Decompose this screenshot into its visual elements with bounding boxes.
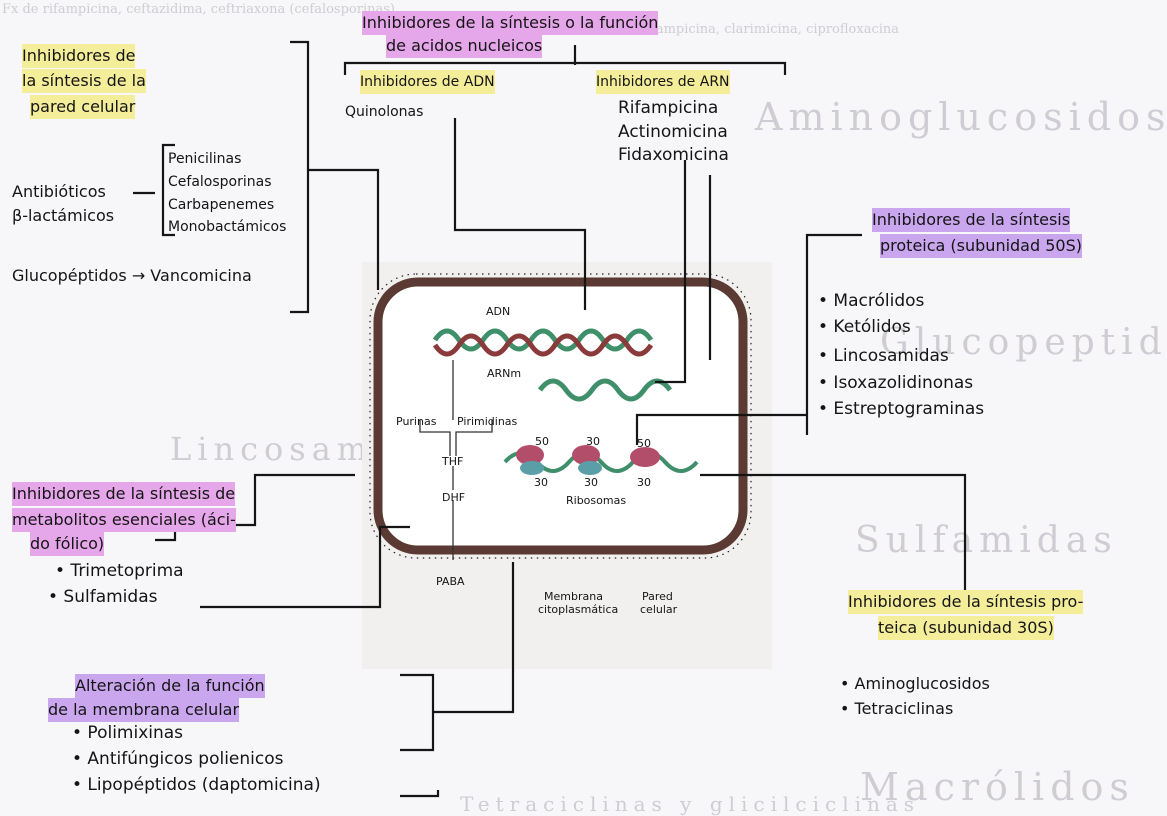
- arn-drug-1: Rifampicina: [618, 98, 719, 118]
- cell-label-30d: 30: [637, 476, 651, 489]
- dna-strand: [432, 328, 654, 357]
- membrane-drug-1: • Polimixinas: [72, 723, 184, 743]
- arn-drug-2: Actinomicina: [618, 122, 728, 142]
- protein30-title-line1: Inhibidores de la síntesis pro-: [848, 590, 1084, 614]
- cell-label-thf: THF: [442, 455, 464, 468]
- membrane-drug-2: • Antifúngicos polienicos: [72, 749, 284, 769]
- folate-drug-1: • Trimetoprima: [55, 561, 184, 581]
- connector-lines: [133, 40, 967, 798]
- cell-label-pared-1: Pared: [642, 590, 673, 603]
- bg-heading-glucopeptidos: Glucopeptidos: [880, 322, 1167, 363]
- bg-note-line2: Fx de rifampicina, clarimicina, ciproflo…: [600, 22, 900, 37]
- protein30-title-line2: teica (subunidad 30S): [878, 616, 1054, 640]
- cell-label-membrana-2: citoplasmática: [538, 603, 619, 616]
- protein50-drug-4: • Isoxazolidinonas: [818, 373, 974, 393]
- adn-inhibitors-label: Inhibidores de ADN: [360, 70, 495, 94]
- bg-heading-aminoglucosidos: Aminoglucosidos: [755, 95, 1167, 139]
- arn-inhibitors-label: Inhibidores de ARN: [596, 70, 730, 94]
- cell-label-pared-2: celular: [640, 603, 678, 616]
- protein30-drug-1: • Aminoglucosidos: [840, 674, 990, 693]
- membrane-drug-3: • Lipopéptidos (daptomicina): [72, 775, 321, 795]
- cell-label-adn: ADN: [486, 305, 511, 318]
- cell-label-paba: PABA: [436, 575, 465, 588]
- cell-label-dhf: DHF: [442, 491, 466, 504]
- folate-title-line2: metabolitos esenciales (áci-: [12, 508, 236, 532]
- cellwall-title-line3: pared celular: [30, 95, 136, 119]
- betalactam-drug-1: Penicilinas: [168, 151, 242, 167]
- protein50-drug-5: • Estreptograminas: [818, 399, 985, 419]
- folate-drug-2: • Sulfamidas: [48, 587, 158, 607]
- adn-drug-quinolonas: Quinolonas: [345, 104, 424, 120]
- cell-label-50b: 50: [637, 437, 651, 450]
- betalactam-label-line2: β-lactámicos: [12, 206, 115, 225]
- betalactam-drug-3: Carbapenemes: [168, 197, 275, 213]
- cell-label-arnm: ARNm: [487, 367, 522, 380]
- protein30-drug-2: • Tetraciclinas: [840, 699, 954, 718]
- betalactam-drug-4: Monobactámicos: [168, 219, 287, 235]
- betalactam-label-line1: Antibióticos: [12, 182, 106, 201]
- betalactam-drug-2: Cefalosporinas: [168, 174, 272, 190]
- cell-label-50a: 50: [535, 435, 549, 448]
- nucleic-title-line2: de acidos nucleicos: [386, 34, 543, 58]
- cell-label-30b: 30: [534, 476, 548, 489]
- folate-arrows: [419, 360, 493, 560]
- cell-label-pirimidinas: Pirimidinas: [457, 415, 518, 428]
- bg-heading-macrolidos: Macrólidos: [860, 765, 1135, 809]
- nucleic-title-line1: Inhibidores de la síntesis o la función: [362, 11, 659, 35]
- glycopeptide-line: Glucopéptidos → Vancomicina: [12, 266, 252, 285]
- bg-heading-sulfamidas: Sulfamidas: [855, 520, 1118, 561]
- cell-label-membrana-1: Membrana: [544, 590, 603, 603]
- folate-title-line1: Inhibidores de la síntesis de: [12, 482, 236, 506]
- bg-note-top: Fx de rifampicina, ceftazidima, ceftriax…: [2, 2, 395, 17]
- cell-label-30c: 30: [584, 476, 598, 489]
- cellwall-title-line1: Inhibidores de: [22, 44, 136, 68]
- protein50-drug-1: • Macrólidos: [818, 291, 925, 311]
- protein50-title-line2: proteica (subunidad 50S): [880, 234, 1082, 258]
- folate-title-line3: do fólico): [30, 532, 105, 556]
- membrane-title-line1: Alteración de la función: [75, 674, 265, 698]
- cellwall-title-line2: la síntesis de la: [22, 69, 146, 93]
- arn-drug-3: Fidaxomicina: [618, 145, 729, 165]
- ribosomes: [503, 445, 699, 475]
- protein50-title-line1: Inhibidores de la síntesis: [872, 208, 1071, 232]
- cell-label-30a: 30: [586, 435, 600, 448]
- protein50-drug-2: • Ketólidos: [818, 317, 911, 337]
- bg-heading-tetraciclinas: Tetraciclinas y glicilciclinas: [460, 792, 921, 816]
- cell-label-purinas: Purinas: [396, 415, 437, 428]
- mrna-strand: [537, 378, 673, 402]
- protein50-drug-3: • Lincosamidas: [818, 346, 949, 366]
- membrane-title-line2: de la membrana celular: [48, 698, 240, 722]
- cell-label-ribosomas: Ribosomas: [566, 494, 627, 507]
